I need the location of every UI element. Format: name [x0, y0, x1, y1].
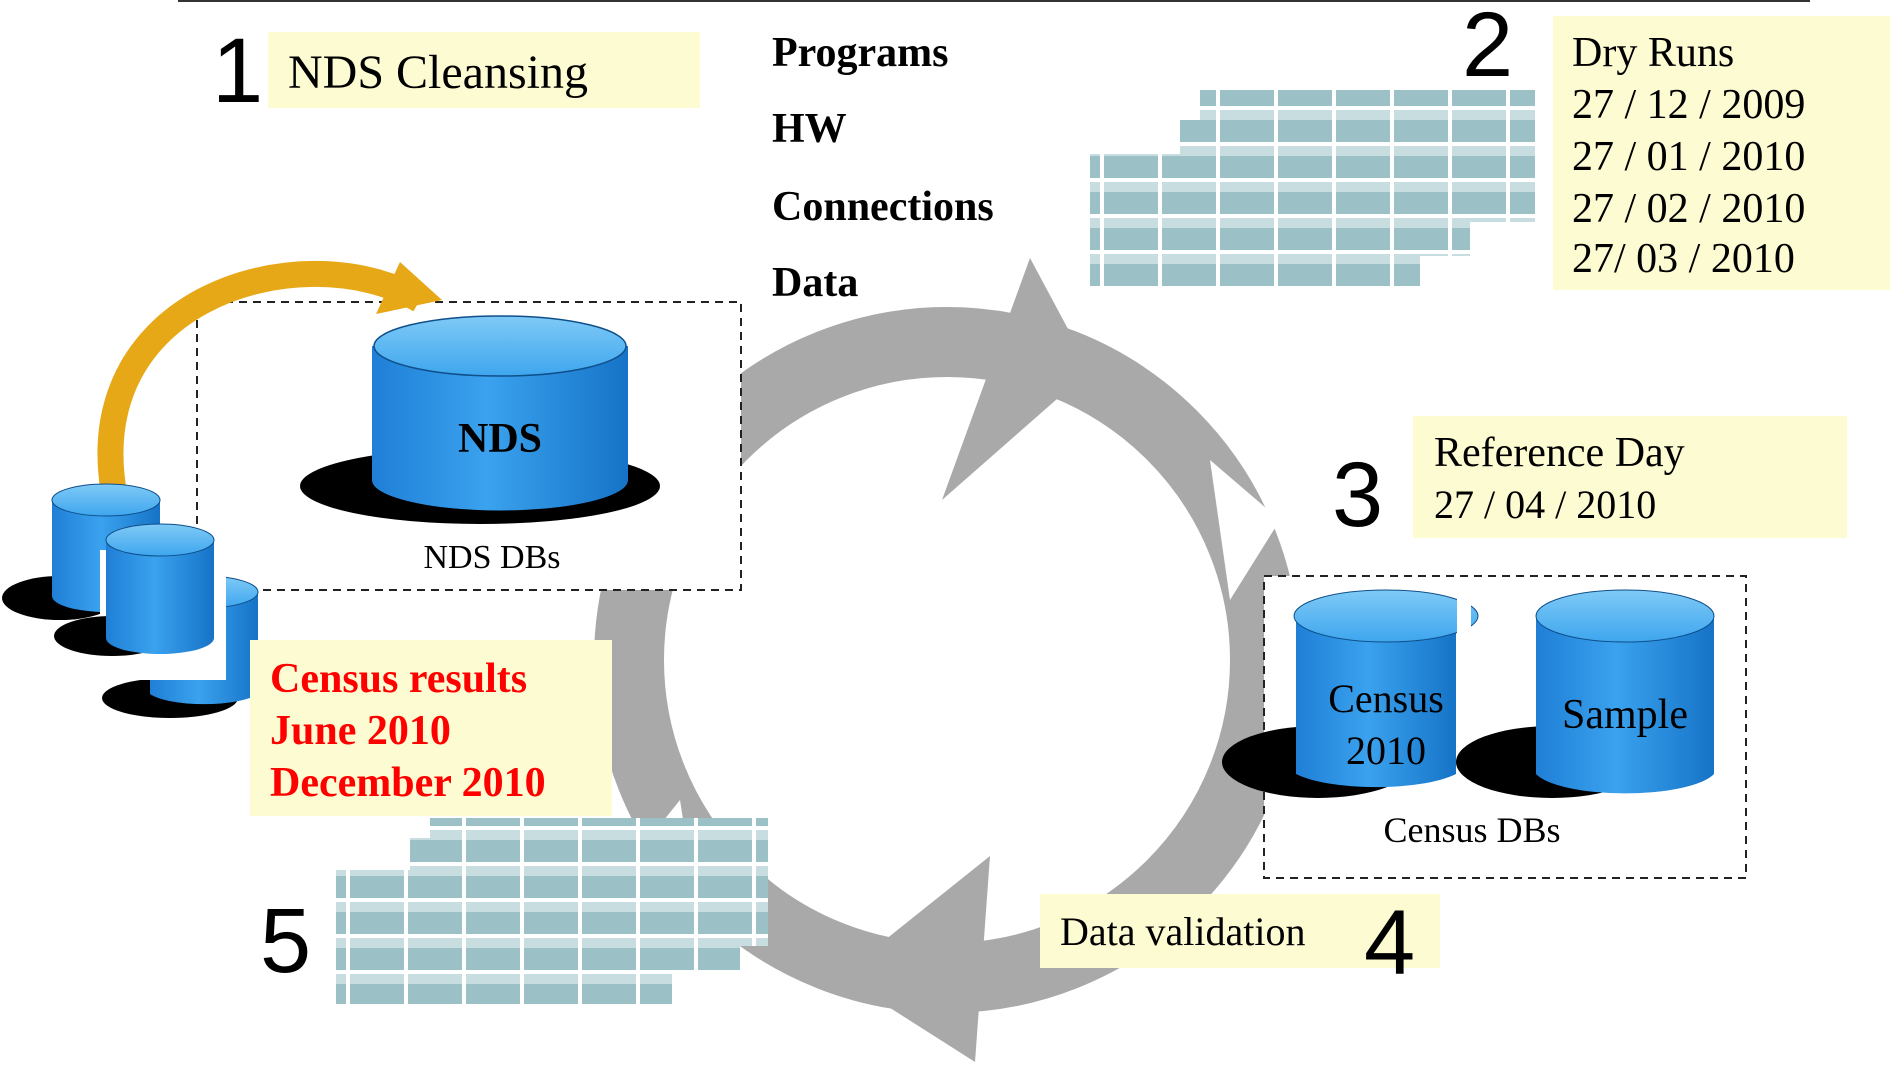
step2-tile-stack — [1090, 90, 1535, 288]
dry-run-date: 27 / 12 / 2009 — [1572, 82, 1805, 128]
results-line: December 2010 — [270, 760, 546, 806]
step4-label: Data validation — [1060, 909, 1305, 954]
step1-label: NDS Cleansing — [288, 46, 588, 99]
results-note — [250, 640, 612, 816]
cleansing-arrow — [97, 260, 427, 524]
sample-db-label: Sample — [1562, 692, 1688, 738]
census-db-line2: 2010 — [1346, 728, 1426, 773]
step2-number: 2 — [1462, 0, 1513, 96]
dry-run-date: 27 / 02 / 2010 — [1572, 186, 1805, 232]
nds-database: NDS — [300, 315, 660, 524]
census-group-caption: Census DBs — [1383, 810, 1560, 850]
census-db-line1: Census — [1328, 676, 1444, 721]
results-line: Census results — [270, 656, 527, 702]
step5-tile-stack — [336, 818, 768, 1004]
step4-note — [1040, 894, 1440, 968]
dry-run-date: 27 / 01 / 2010 — [1572, 134, 1805, 180]
step2-note — [1553, 16, 1890, 290]
checklist: Programs HW Connections Data — [772, 30, 994, 306]
nds-group-caption: NDS DBs — [424, 539, 561, 576]
cleansing-arrowhead — [376, 262, 442, 314]
checklist-item: Programs — [772, 30, 949, 76]
dry-run-date: 27/ 03 / 2010 — [1572, 236, 1795, 282]
small-database-stack — [0, 483, 259, 718]
cycle-arrowhead-top — [942, 258, 1090, 500]
checklist-item: Connections — [772, 184, 994, 230]
step3-date: 27 / 04 / 2010 — [1434, 482, 1656, 527]
census-results: Census results June 2010 December 2010 — [270, 656, 546, 806]
sample-database: Sample — [1456, 589, 1715, 798]
step3-title: Reference Day — [1434, 430, 1685, 476]
step3-number: 3 — [1332, 444, 1383, 546]
results-line: June 2010 — [270, 708, 451, 754]
step1-number: 1 — [212, 20, 263, 122]
cycle-arrowhead-bottom — [840, 856, 990, 1062]
step3-note — [1413, 416, 1847, 538]
census-2010-database: Census 2010 — [1222, 589, 1479, 810]
step4-number: 4 — [1364, 892, 1415, 994]
step2-title: Dry Runs — [1572, 30, 1734, 76]
step5-number: 5 — [260, 890, 311, 992]
dry-run-dates: 27 / 12 / 2009 27 / 01 / 2010 27 / 02 / … — [1572, 82, 1805, 282]
step1-note — [268, 32, 700, 108]
checklist-item: HW — [772, 106, 847, 152]
checklist-item: Data — [772, 260, 858, 306]
nds-db-label: NDS — [458, 416, 542, 462]
